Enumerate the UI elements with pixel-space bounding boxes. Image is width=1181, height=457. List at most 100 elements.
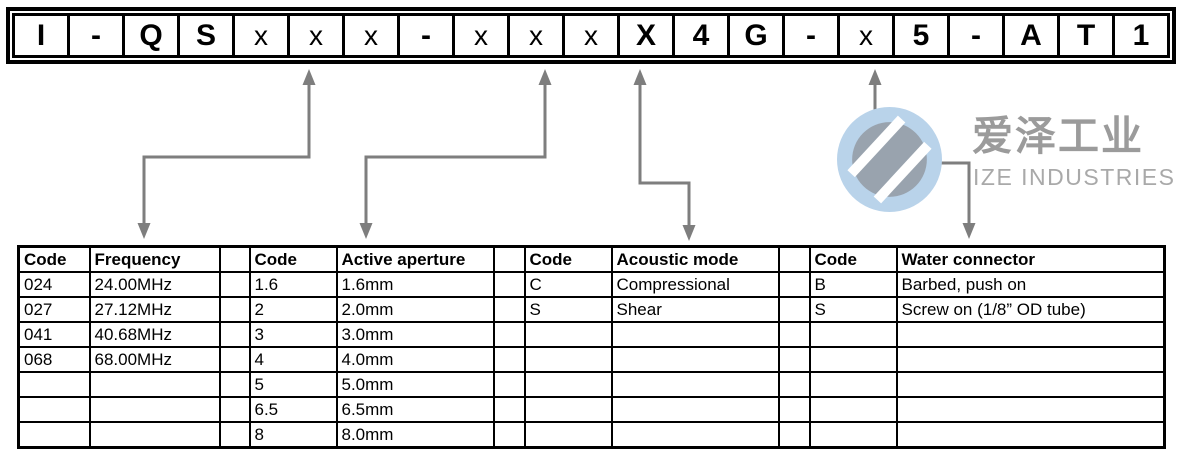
table-cell: 1.6mm: [335, 271, 495, 298]
part-number-cell-4: x: [232, 13, 290, 58]
table-cell: [610, 396, 780, 423]
table-cell: [808, 346, 898, 373]
spacer-cell: [218, 321, 251, 348]
table-cell: S: [523, 296, 613, 323]
table-cell: 3: [248, 321, 338, 348]
table-cell: 6.5: [248, 396, 338, 423]
spacer-cell: [777, 245, 811, 273]
spacer-cell: [492, 321, 526, 348]
table-cell: [88, 421, 221, 449]
table-cell: 1.6: [248, 271, 338, 298]
part-number-cell-13: G: [727, 13, 785, 58]
table-cell: [523, 371, 613, 398]
table-cell: [17, 421, 91, 449]
part-number-cell-15: x: [837, 13, 895, 58]
table-cell: [523, 396, 613, 423]
table-cell: [610, 371, 780, 398]
table-cell: 2: [248, 296, 338, 323]
spacer-cell: [492, 396, 526, 423]
table-cell: [610, 321, 780, 348]
arrow-aperture-line: [364, 82, 547, 225]
table-cell: 4.0mm: [335, 346, 495, 373]
table-cell: 2.0mm: [335, 296, 495, 323]
header-cell: Code: [248, 245, 338, 273]
header-cell: Code: [17, 245, 91, 273]
table-cell: 024: [17, 271, 91, 298]
spacer-cell: [777, 371, 811, 398]
spacer-cell: [492, 371, 526, 398]
table-cell: 8.0mm: [335, 421, 495, 449]
part-number-cell-6: x: [342, 13, 400, 58]
table-cell: Barbed, push on: [895, 271, 1166, 298]
part-number-cell-20: 1: [1112, 13, 1170, 58]
table-cell: [523, 346, 613, 373]
table-cell: 24.00MHz: [88, 271, 221, 298]
table-cell: 4: [248, 346, 338, 373]
part-number-cell-18: A: [1002, 13, 1060, 58]
arrow-water-head-up: [868, 69, 882, 85]
part-number-cell-19: T: [1057, 13, 1115, 58]
part-number-cell-17: -: [947, 13, 1005, 58]
part-number-cell-14: -: [782, 13, 840, 58]
part-number-cell-12: 4: [672, 13, 730, 58]
arrow-water-head-down: [962, 223, 976, 239]
spacer-cell: [492, 421, 526, 449]
table-cell: 27.12MHz: [88, 296, 221, 323]
table-cell: 027: [17, 296, 91, 323]
table-cell: C: [523, 271, 613, 298]
part-number-cell-16: 5: [892, 13, 950, 58]
table-cell: [610, 421, 780, 449]
table-cell: [895, 371, 1166, 398]
table-cell: 40.68MHz: [88, 321, 221, 348]
logo-english-text: IZE INDUSTRIES: [973, 164, 1176, 190]
table-cell: [88, 396, 221, 423]
table-cell: Compressional: [610, 271, 780, 298]
arrow-acoustic-head-up: [633, 69, 647, 85]
part-number-cell-10: x: [562, 13, 620, 58]
header-cell: Active aperture: [335, 245, 495, 273]
spacer-cell: [218, 421, 251, 449]
part-number-cell-11: X: [617, 13, 675, 58]
part-number-cell-7: -: [397, 13, 455, 58]
spacer-cell: [218, 371, 251, 398]
table-cell: [17, 371, 91, 398]
table-cell: [523, 321, 613, 348]
table-cell: [88, 371, 221, 398]
table-cell: [895, 321, 1166, 348]
ize-logo-icon: [837, 107, 942, 212]
table-cell: 68.00MHz: [88, 346, 221, 373]
spacer-cell: [218, 396, 251, 423]
table-cell: [895, 396, 1166, 423]
part-number-cell-8: x: [452, 13, 510, 58]
table-cell: 3.0mm: [335, 321, 495, 348]
part-number-cell-1: -: [67, 13, 125, 58]
spacer-cell: [218, 346, 251, 373]
part-number-cell-0: I: [12, 13, 70, 58]
arrow-aperture-head-up: [538, 69, 552, 85]
table-cell: [610, 346, 780, 373]
spacer-cell: [218, 245, 251, 273]
table-cell: S: [808, 296, 898, 323]
part-number-cell-3: S: [177, 13, 235, 58]
spacer-cell: [492, 346, 526, 373]
spacer-cell: [218, 271, 251, 298]
arrow-acoustic-head-down: [682, 225, 696, 241]
spacer-cell: [492, 296, 526, 323]
table-cell: [523, 421, 613, 449]
spacer-cell: [777, 346, 811, 373]
table-cell: B: [808, 271, 898, 298]
table-cell: Shear: [610, 296, 780, 323]
table-cell: [808, 421, 898, 449]
table-cell: 5: [248, 371, 338, 398]
header-cell: Code: [808, 245, 898, 273]
table-cell: [895, 346, 1166, 373]
spacer-cell: [218, 296, 251, 323]
